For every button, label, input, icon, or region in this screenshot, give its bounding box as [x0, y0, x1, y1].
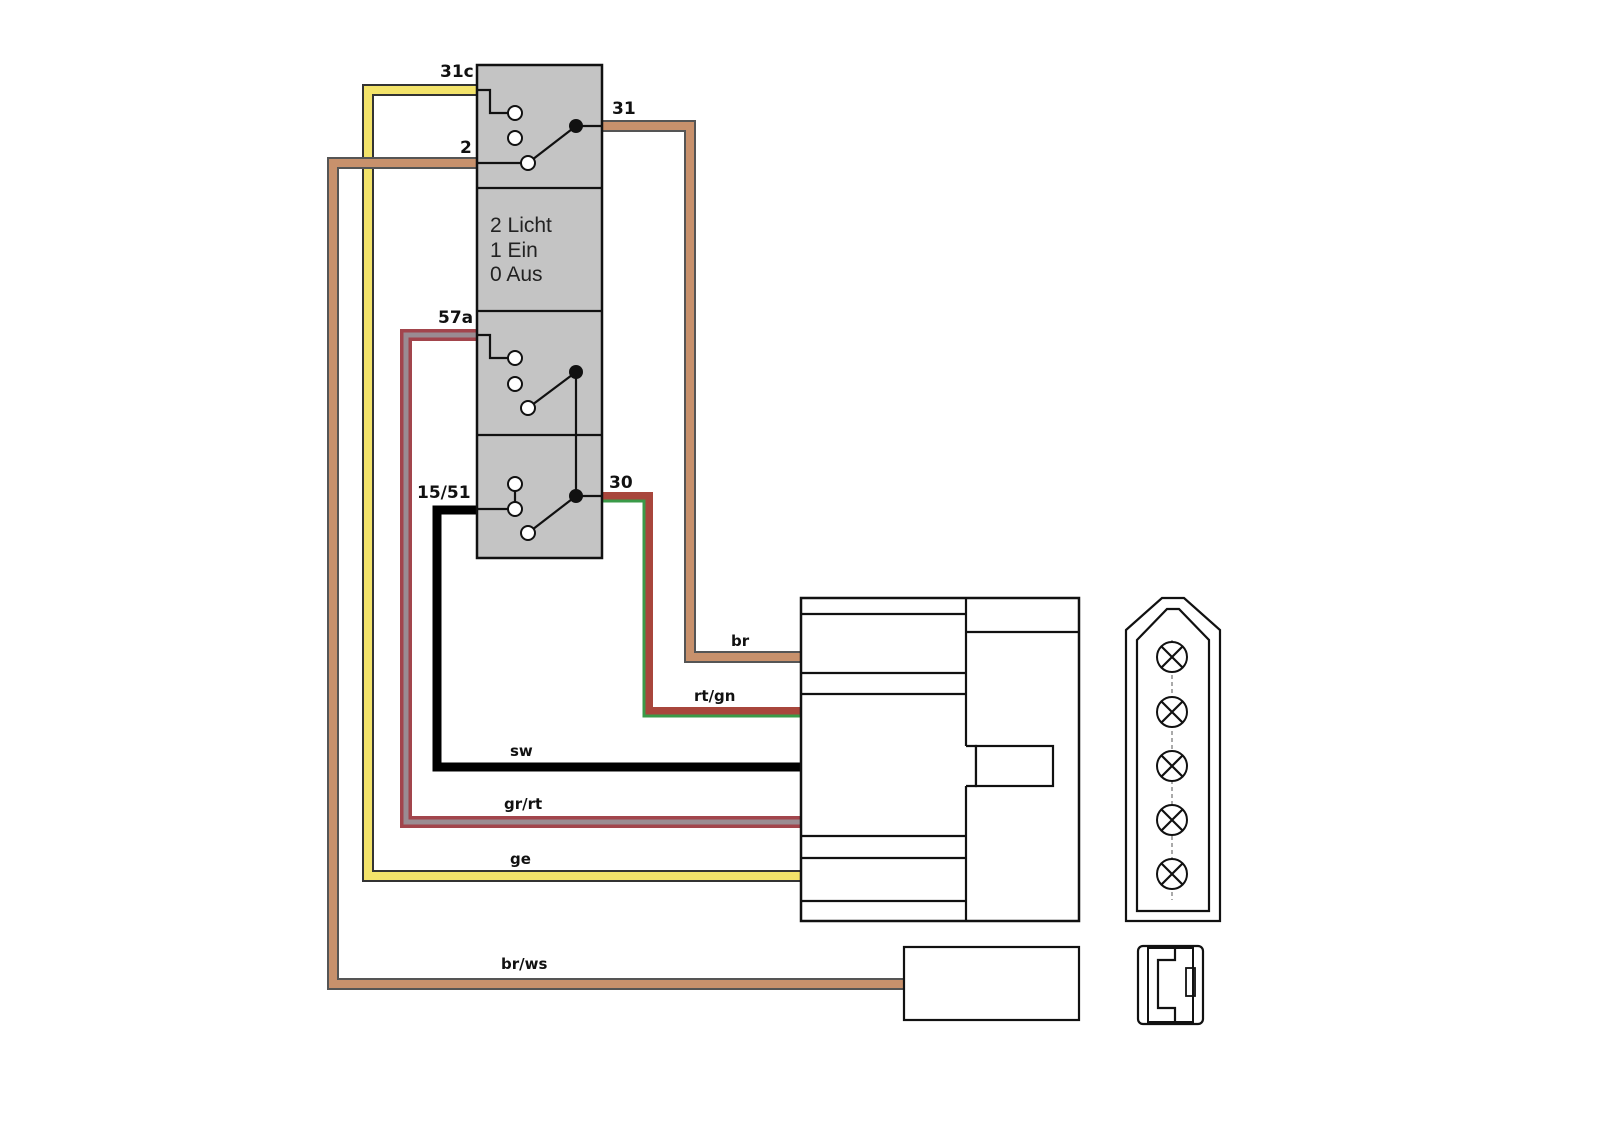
- contact-icon: [507, 105, 523, 121]
- connector-housing: [799, 596, 1081, 923]
- contact-icon: [520, 525, 536, 541]
- single-connector-face: [1136, 944, 1205, 1026]
- pivot-icon: [569, 119, 583, 133]
- pin-socket-icon: [1156, 696, 1188, 728]
- wire-gr-rt: [400, 329, 800, 828]
- pin-socket-icon: [1156, 804, 1188, 836]
- wire-sw: [432, 505, 800, 772]
- light-switch: 2 Licht 1 Ein 0 Aus: [475, 63, 604, 560]
- wire-label-rt-gn: rt/gn: [694, 687, 735, 705]
- contact-icon: [507, 376, 523, 392]
- legend-line: 2 Licht: [490, 214, 552, 237]
- single-connector: [902, 945, 1081, 1022]
- pin-socket-icon: [1156, 641, 1188, 673]
- contact-icon: [520, 155, 536, 171]
- wire-label-sw: sw: [510, 742, 533, 760]
- contact-icon: [507, 476, 523, 492]
- contact-icon: [507, 130, 523, 146]
- wire-label-gr-rt: gr/rt: [504, 795, 542, 813]
- wire-br-ws: [327, 157, 903, 990]
- legend-line: 1 Ein: [490, 239, 538, 262]
- connector-face: [1124, 596, 1222, 923]
- pin-label-30: 30: [609, 473, 633, 493]
- wire-label-br-ws: br/ws: [501, 955, 547, 973]
- pin-label-2: 2: [460, 138, 472, 158]
- pivot-icon: [569, 365, 583, 379]
- connector-latch: [974, 744, 1055, 788]
- pin-label-31: 31: [612, 99, 636, 119]
- wire-rt-gn: [602, 492, 800, 718]
- pin-label-31c: 31c: [440, 62, 474, 82]
- pin-label-57a: 57a: [438, 308, 473, 328]
- wire-label-br: br: [731, 632, 750, 650]
- pivot-icon: [569, 489, 583, 503]
- wire-label-ge: ge: [510, 850, 531, 868]
- pin-socket-icon: [1156, 858, 1188, 890]
- pin-label-15-51: 15/51: [417, 483, 471, 503]
- contact-icon: [520, 400, 536, 416]
- wire-ge: [362, 84, 800, 882]
- contact-icon: [507, 501, 523, 517]
- wire-br: [602, 120, 800, 663]
- contact-icon: [507, 350, 523, 366]
- pin-socket-icon: [1156, 750, 1188, 782]
- legend-line: 0 Aus: [490, 263, 543, 286]
